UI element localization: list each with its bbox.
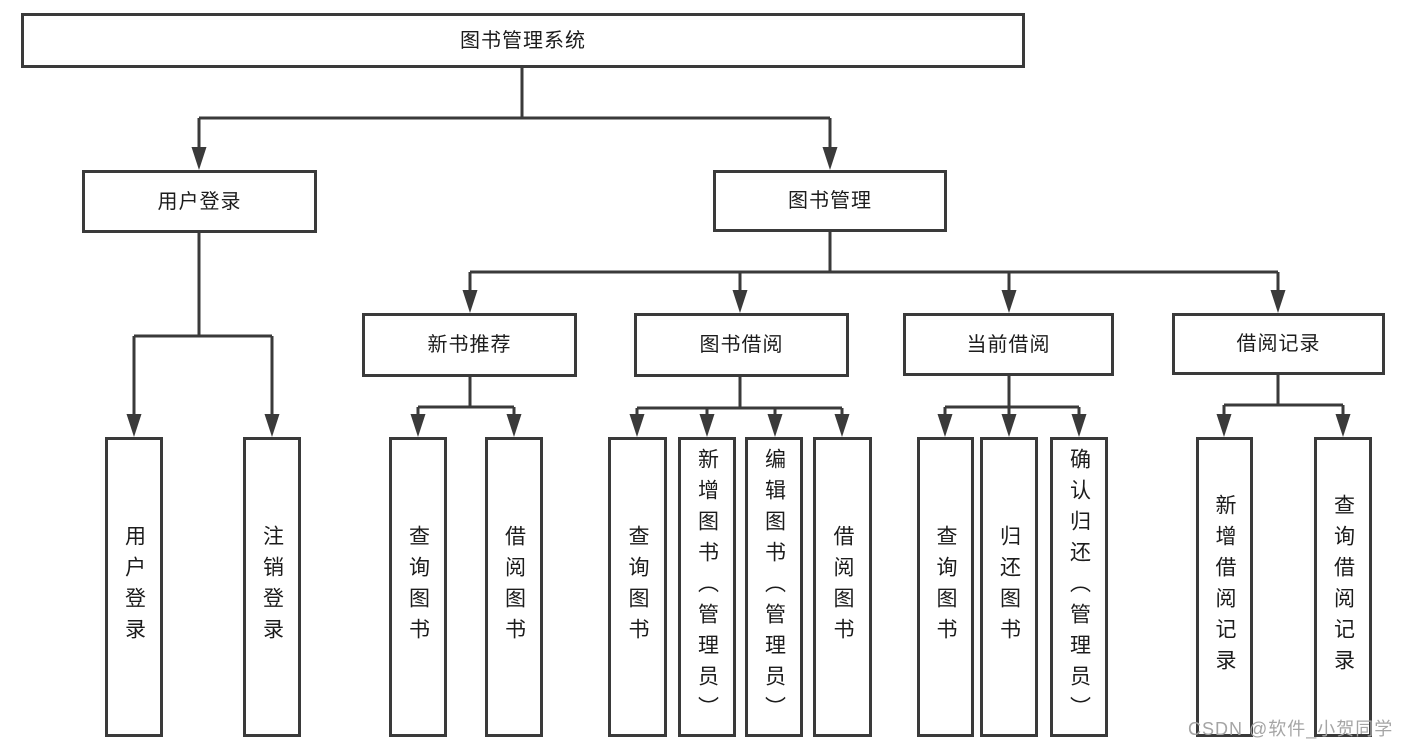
leaf-cb-query-book: 查询图书 bbox=[917, 437, 974, 737]
connector-new-book-branch bbox=[410, 377, 522, 437]
leaf-cb-return-book: 归还图书 bbox=[980, 437, 1038, 737]
leaf-bb-add-book-admin-label: 新增图书（管理员） bbox=[695, 447, 719, 727]
csdn-watermark: CSDN @软件_小贺同学 bbox=[1188, 719, 1394, 739]
leaf-bb-edit-book-admin-label: 编辑图书（管理员） bbox=[762, 447, 786, 727]
node-book-management: 图书管理 bbox=[713, 170, 947, 232]
leaf-logout: 注销登录 bbox=[243, 437, 301, 737]
leaf-br-query-record-label: 查询借阅记录 bbox=[1331, 494, 1355, 680]
connector-book-mgmt-branch bbox=[462, 232, 1286, 313]
leaf-bb-edit-book-admin: 编辑图书（管理员） bbox=[745, 437, 803, 737]
connector-borrow-records-branch bbox=[1216, 375, 1351, 437]
leaf-bb-query-book-label: 查询图书 bbox=[626, 525, 649, 649]
leaf-br-add-record-label: 新增借阅记录 bbox=[1213, 494, 1236, 680]
leaf-nbr-query-book-label: 查询图书 bbox=[406, 525, 430, 649]
node-current-borrow: 当前借阅 bbox=[903, 313, 1114, 376]
leaf-cb-return-book-label: 归还图书 bbox=[997, 525, 1021, 649]
node-new-book-recommend: 新书推荐 bbox=[362, 313, 577, 377]
leaf-bb-borrow-book-label: 借阅图书 bbox=[831, 525, 854, 649]
node-user-login: 用户登录 bbox=[82, 170, 317, 233]
leaf-bb-add-book-admin: 新增图书（管理员） bbox=[678, 437, 736, 737]
leaf-nbr-borrow-book-label: 借阅图书 bbox=[502, 525, 526, 649]
leaf-cb-query-book-label: 查询图书 bbox=[934, 525, 957, 649]
leaf-logout-label: 注销登录 bbox=[260, 525, 284, 649]
leaf-nbr-borrow-book: 借阅图书 bbox=[485, 437, 543, 737]
leaf-br-query-record: 查询借阅记录 bbox=[1314, 437, 1372, 737]
leaf-bb-query-book: 查询图书 bbox=[608, 437, 667, 737]
leaf-cb-confirm-return-admin-label: 确认归还（管理员） bbox=[1067, 447, 1091, 727]
leaf-user-login-label: 用户登录 bbox=[122, 525, 146, 649]
connector-root-to-level1 bbox=[191, 68, 838, 170]
connector-current-borrow-branch bbox=[937, 376, 1087, 437]
leaf-bb-borrow-book: 借阅图书 bbox=[813, 437, 872, 737]
leaf-nbr-query-book: 查询图书 bbox=[389, 437, 447, 737]
node-root-system: 图书管理系统 bbox=[21, 13, 1025, 68]
node-book-borrow: 图书借阅 bbox=[634, 313, 849, 377]
connector-book-borrow-branch bbox=[629, 377, 850, 437]
leaf-cb-confirm-return-admin: 确认归还（管理员） bbox=[1050, 437, 1108, 737]
node-borrow-records: 借阅记录 bbox=[1172, 313, 1385, 375]
leaf-user-login: 用户登录 bbox=[105, 437, 163, 737]
leaf-br-add-record: 新增借阅记录 bbox=[1196, 437, 1253, 737]
connector-user-login-branch bbox=[126, 233, 280, 437]
